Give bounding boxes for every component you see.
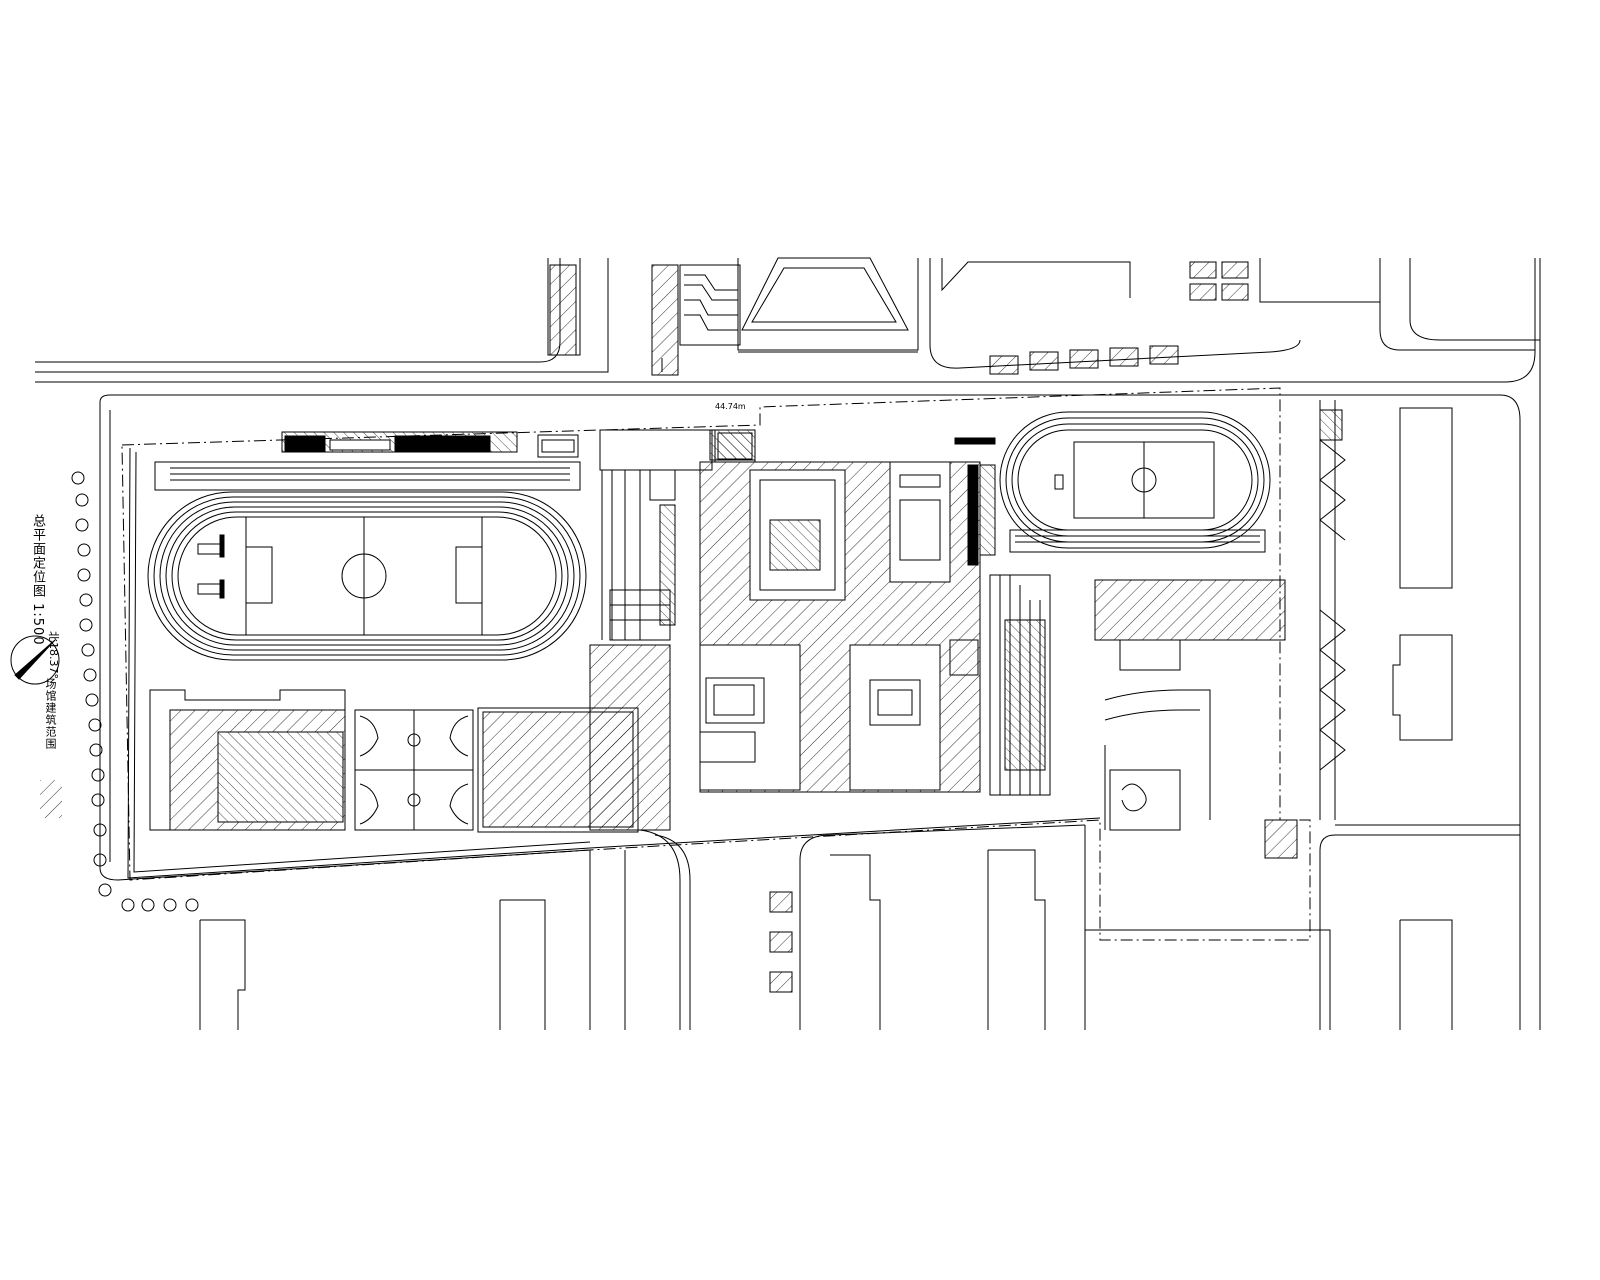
distance-dimension-label: 44.74m: [715, 402, 746, 411]
west-running-track: [147, 461, 587, 661]
west-gym-blocks: [149, 644, 671, 833]
east-buildings: [1094, 407, 1453, 1030]
north-angle-label: 北18.37°: [47, 631, 60, 679]
west-stands: [281, 431, 579, 458]
site-boundary: [121, 387, 1311, 941]
central-sports-complex: [599, 429, 1051, 796]
legend-label: 场馆建筑范围: [44, 678, 57, 750]
street-trees: [71, 471, 199, 912]
north-buildings: [547, 257, 1380, 376]
south-residential: [199, 849, 1046, 1030]
east-running-track: [999, 411, 1271, 553]
drawing-title: 总平面定位图 1:500: [30, 514, 45, 646]
legend-hatch-swatch: [40, 780, 62, 818]
north-arrow-icon: [10, 635, 60, 685]
